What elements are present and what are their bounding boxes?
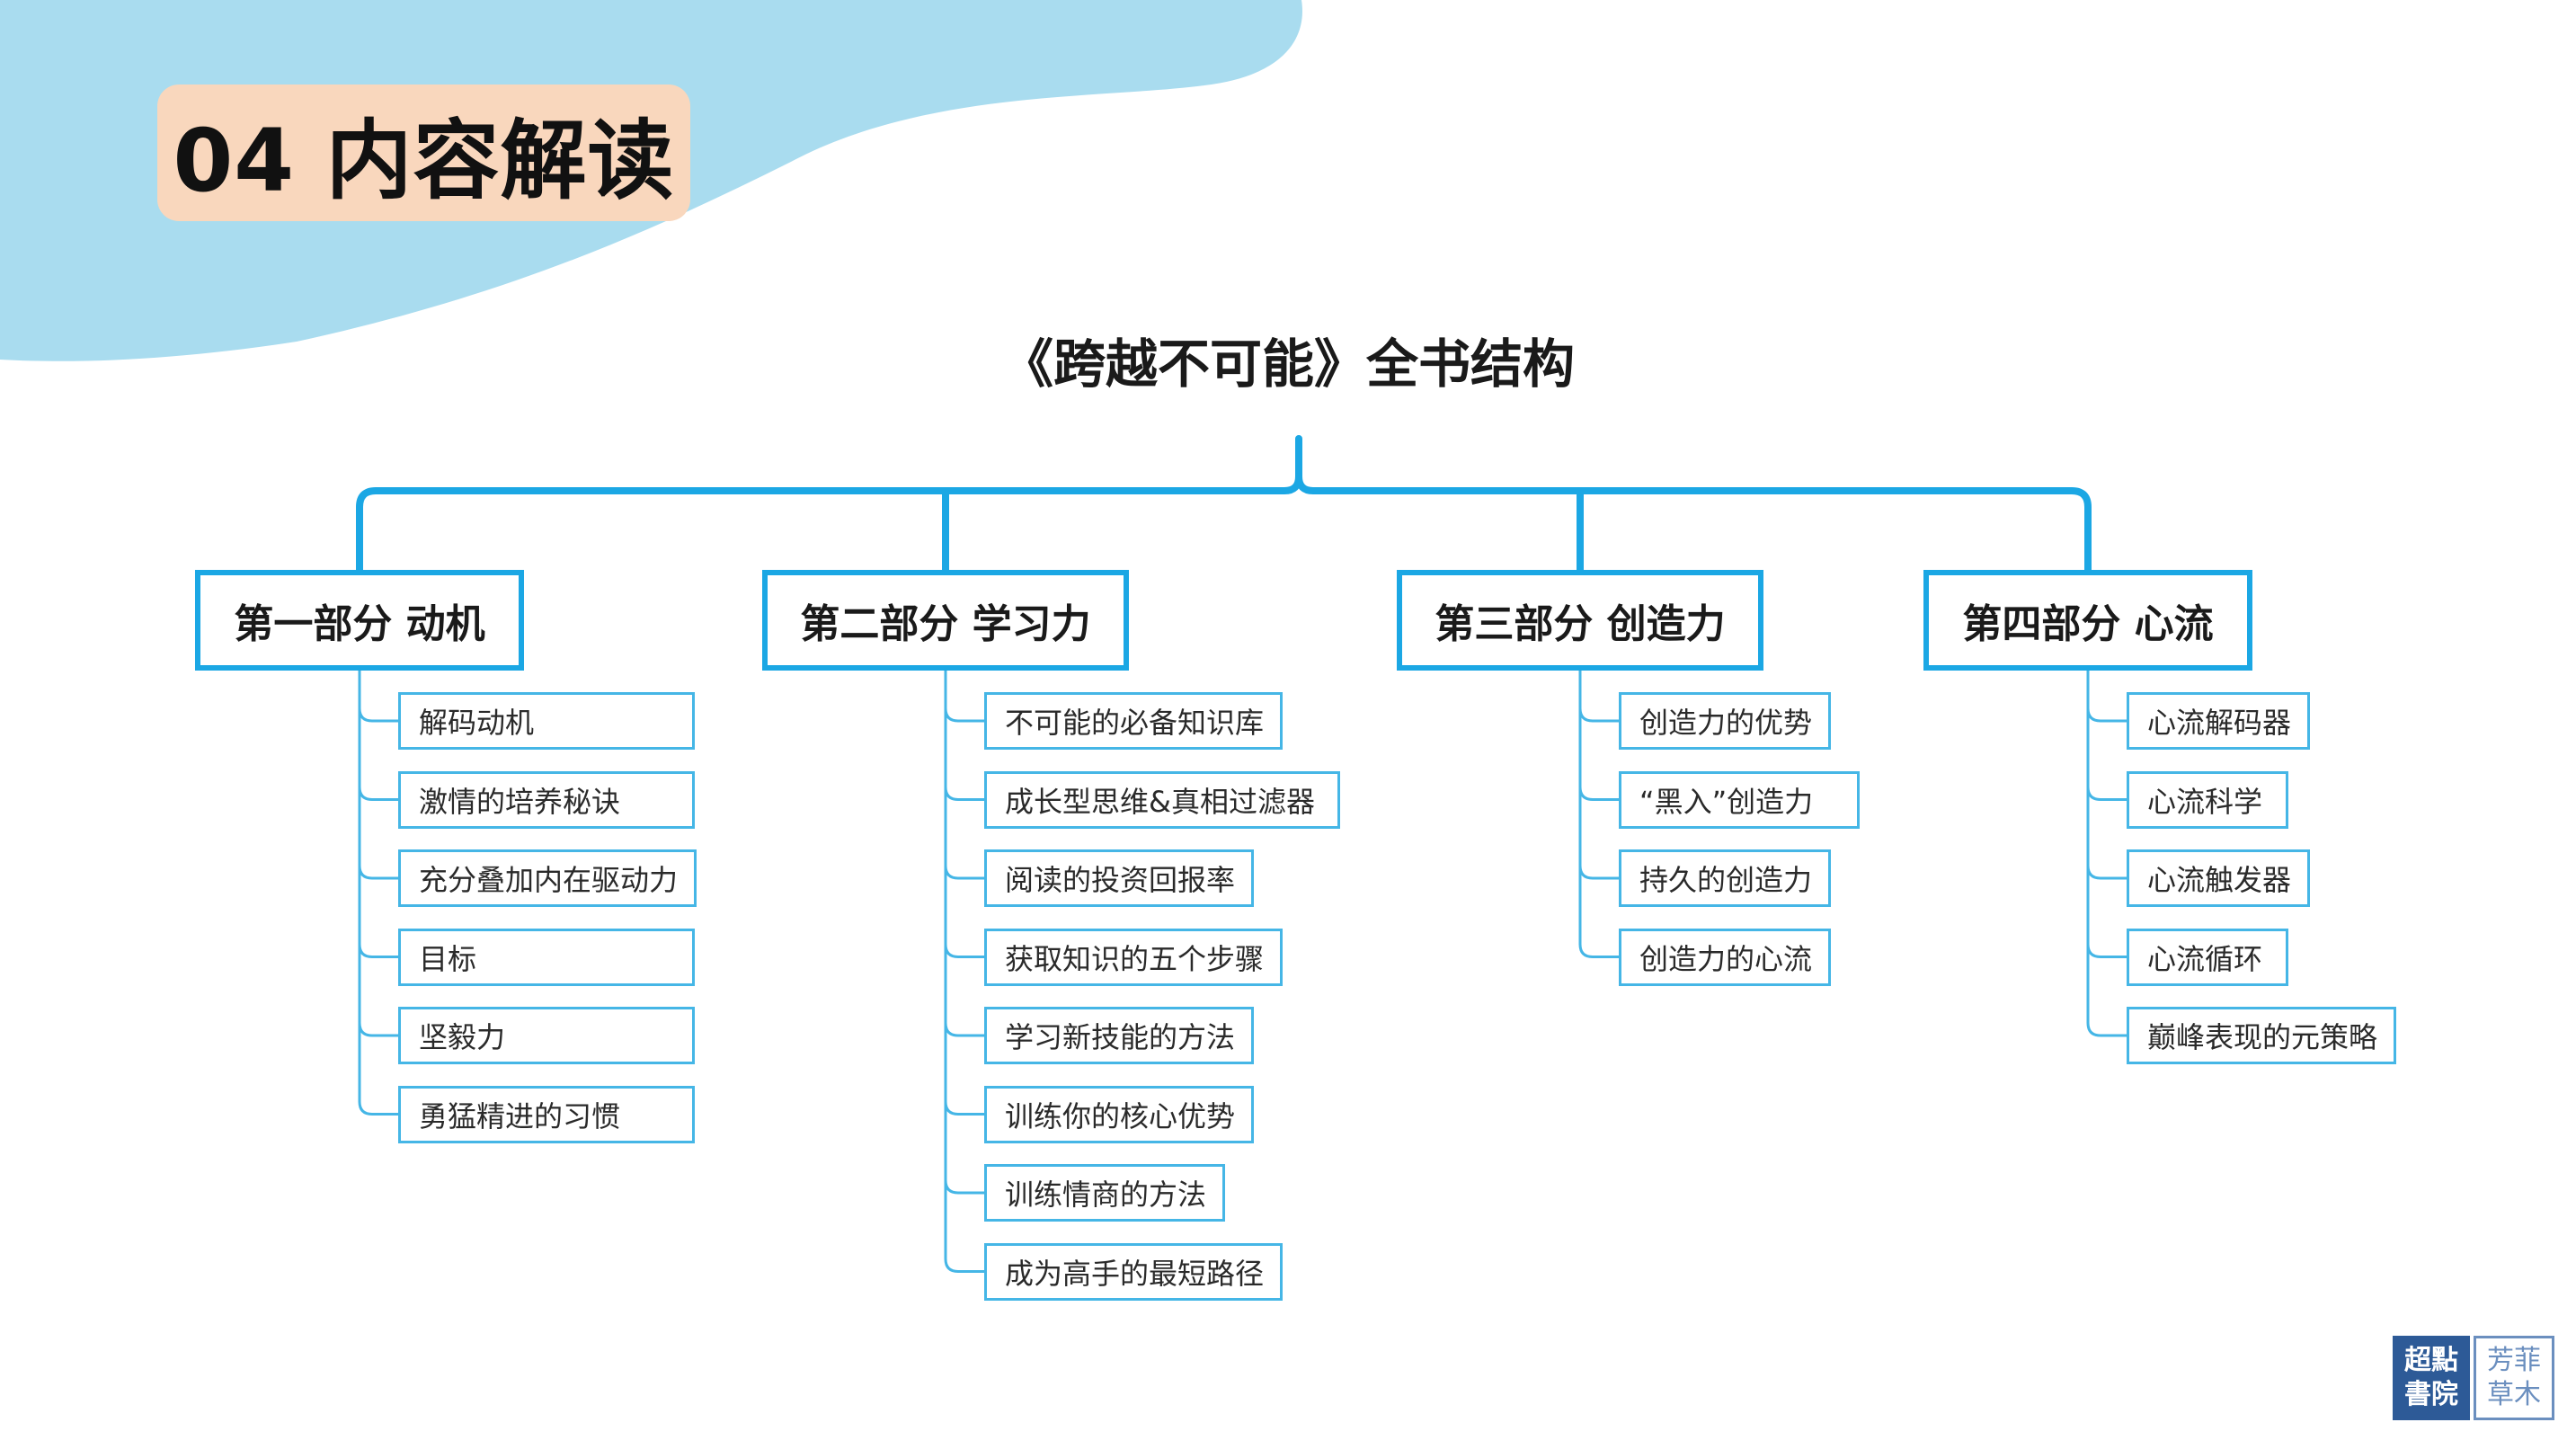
leaf-link-1-4	[358, 943, 400, 958]
branch-3: 第三部分 创造力	[1397, 570, 1763, 671]
leaf-item: 目标	[398, 928, 695, 986]
spine-2	[944, 669, 986, 1273]
leaf-item: 坚毅力	[398, 1007, 695, 1064]
leaf-item: 训练情商的方法	[984, 1164, 1225, 1222]
leaf-item: 不可能的必备知识库	[984, 692, 1283, 750]
leaf-item: 获取知识的五个步骤	[984, 928, 1283, 986]
leaf-link-1-5	[358, 1021, 400, 1037]
leaf-link-4-3	[2086, 864, 2128, 880]
branch-2: 第二部分 学习力	[762, 570, 1129, 671]
leaf-link-3-3	[1578, 864, 1621, 880]
leaf-item: “黑入”创造力	[1619, 770, 1860, 829]
leaf-item: 学习新技能的方法	[984, 1007, 1254, 1064]
leaf-item: 激情的培养秘诀	[398, 770, 695, 829]
bus-line-left	[356, 473, 1302, 573]
branch-1: 第一部分 动机	[195, 570, 524, 671]
diagram-title: 《跨越不可能》全书结构	[1000, 333, 1575, 395]
leaf-item: 勇猛精进的习惯	[398, 1085, 695, 1143]
leaf-link-2-6	[944, 1100, 986, 1116]
publisher-logo: 超點 書院 芳菲 草木	[2393, 1336, 2554, 1420]
section-tag: 04 内容解读	[157, 84, 690, 221]
leaf-item: 心流解码器	[2127, 692, 2310, 750]
leaf-item: 阅读的投资回报率	[984, 849, 1254, 907]
leaf-item: 充分叠加内在驱动力	[398, 849, 697, 907]
leaf-link-2-1	[944, 707, 986, 723]
bus-line-right	[1295, 435, 2092, 573]
leaf-item: 训练你的核心优势	[984, 1085, 1254, 1143]
leaf-link-4-1	[2086, 707, 2128, 723]
logo-block-right: 芳菲 草木	[2473, 1336, 2554, 1420]
leaf-link-3-1	[1578, 707, 1621, 723]
branch-4: 第四部分 心流	[1923, 570, 2252, 671]
leaf-link-2-7	[944, 1178, 986, 1195]
leaf-link-2-5	[944, 1021, 986, 1037]
leaf-link-2-4	[944, 943, 986, 958]
leaf-link-1-1	[358, 707, 400, 723]
leaf-item: 心流触发器	[2127, 849, 2310, 907]
leaf-link-1-3	[358, 864, 400, 880]
leaf-link-4-2	[2086, 786, 2128, 801]
leaf-item: 成长型思维&真相过滤器	[984, 770, 1340, 829]
leaf-link-2-2	[944, 786, 986, 801]
leaf-item: 心流科学	[2127, 770, 2288, 829]
leaf-link-4-4	[2086, 943, 2128, 958]
logo-right-line-1: 芳菲	[2486, 1345, 2541, 1376]
logo-left-line-1: 超點	[2403, 1345, 2458, 1376]
leaf-link-2-3	[944, 864, 986, 880]
spine-1	[358, 669, 400, 1116]
leaf-link-1-2	[358, 786, 400, 801]
logo-block-left: 超點 書院	[2393, 1336, 2470, 1420]
spine-3	[1578, 669, 1621, 958]
logo-left-line-2: 書院	[2403, 1379, 2458, 1410]
logo-right-line-2: 草木	[2486, 1379, 2541, 1410]
section-tag-text: 04 内容解读	[173, 110, 675, 211]
leaf-item: 心流循环	[2127, 928, 2288, 986]
leaf-item: 创造力的优势	[1619, 692, 1831, 750]
leaf-item: 成为高手的最短路径	[984, 1242, 1283, 1301]
leaf-item: 持久的创造力	[1619, 849, 1831, 907]
leaf-item: 解码动机	[398, 692, 695, 750]
leaf-item: 创造力的心流	[1619, 928, 1831, 986]
spine-4	[2086, 669, 2128, 1037]
leaf-link-3-2	[1578, 786, 1621, 801]
leaf-item: 巅峰表现的元策略	[2127, 1007, 2396, 1064]
